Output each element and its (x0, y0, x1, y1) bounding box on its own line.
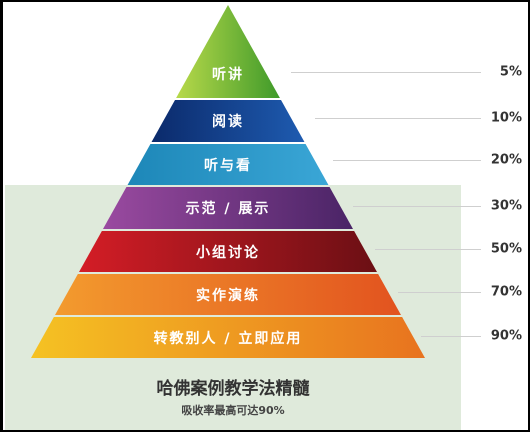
subcaption: 吸收率最高可达90% (181, 404, 285, 417)
pyramid-layer (102, 187, 354, 229)
leader-line (291, 72, 481, 73)
retention-percent: 20% (490, 152, 522, 168)
retention-percent: 5% (499, 64, 522, 80)
layer-label: 听与看 (204, 157, 252, 174)
layer-label: 转教别人 / 立即应用 (153, 330, 303, 347)
leader-line (398, 292, 481, 293)
retention-percent: 90% (490, 328, 522, 344)
leader-line (421, 336, 481, 337)
layer-label: 实作演练 (196, 287, 260, 304)
leader-line (353, 206, 481, 207)
pyramid-layer (31, 317, 425, 358)
pyramid-layer (78, 231, 378, 272)
leader-line (315, 118, 481, 119)
leader-line (333, 160, 481, 161)
canvas: 听讲阅读听与看示范 / 展示小组讨论实作演练转教别人 / 立即应用 哈佛案例教学… (3, 2, 528, 430)
leader-line (375, 249, 481, 250)
pyramid-layer (176, 5, 280, 98)
retention-percent: 50% (490, 241, 522, 257)
retention-percent: 70% (490, 284, 522, 300)
pyramid-layer (127, 144, 329, 185)
layer-label: 阅读 (212, 114, 244, 130)
layer-label: 小组讨论 (196, 244, 260, 261)
retention-percent: 30% (490, 198, 522, 214)
retention-percent: 10% (490, 110, 522, 126)
layer-label: 听讲 (212, 66, 244, 83)
pyramid-layer (151, 100, 305, 142)
pyramid-layer (54, 274, 402, 315)
layer-label: 示范 / 展示 (185, 201, 271, 217)
caption: 哈佛案例教学法精髓 (156, 379, 310, 399)
pyramid (31, 5, 425, 358)
